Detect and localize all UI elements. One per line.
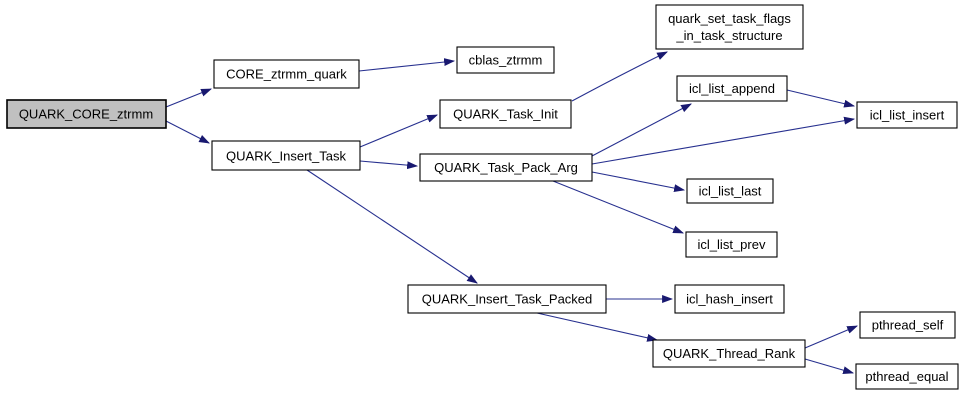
node-box[interactable] [456, 46, 555, 74]
node-box[interactable] [674, 284, 785, 314]
node-pthread_equal[interactable]: pthread_equal [855, 363, 959, 390]
node-box[interactable] [655, 4, 804, 50]
edge-CORE_ztrmm_quark-to-cblas_ztrmm [358, 58, 456, 72]
node-box[interactable] [407, 284, 607, 314]
edge-QUARK_Task_Pack_Arg-to-icl_list_insert [591, 116, 856, 165]
node-box[interactable] [685, 231, 778, 258]
edge-QUARK_Task_Pack_Arg-to-icl_list_prev [552, 180, 685, 234]
node-box[interactable] [439, 99, 572, 129]
edge-icl_list_append-to-icl_list_insert [786, 89, 856, 108]
node-QUARK_Task_Pack_Arg[interactable]: QUARK_Task_Pack_Arg [419, 153, 593, 182]
node-label: pthread_self [872, 318, 944, 333]
node-label: QUARK_Insert_Task_Packed [422, 292, 593, 307]
node-label: icl_list_prev [698, 237, 766, 252]
edge-QUARK_Insert_Task_Packed-to-QUARK_Thread_Rank [536, 312, 659, 342]
node-box[interactable] [859, 311, 956, 339]
edge-QUARK_Thread_Rank-to-pthread_self [804, 325, 859, 349]
node-icl_hash_insert[interactable]: icl_hash_insert [674, 284, 785, 314]
node-QUARK_CORE_ztrmm: QUARK_CORE_ztrmm [6, 99, 167, 129]
edge-QUARK_Task_Pack_Arg-to-icl_list_last [591, 171, 686, 192]
edge-QUARK_CORE_ztrmm-to-QUARK_Insert_Task [165, 120, 210, 144]
node-icl_list_append[interactable]: icl_list_append [676, 75, 788, 102]
node-quark_set_task_flags_in_task_structure[interactable]: quark_set_task_flags _in_task_structure [655, 4, 804, 50]
node-box[interactable] [419, 153, 593, 182]
node-QUARK_Task_Init[interactable]: QUARK_Task_Init [439, 99, 572, 129]
node-label: QUARK_Insert_Task [226, 149, 346, 164]
node-QUARK_Thread_Rank[interactable]: QUARK_Thread_Rank [652, 339, 806, 368]
node-QUARK_Insert_Task_Packed[interactable]: QUARK_Insert_Task_Packed [407, 284, 607, 314]
node-label-line1: quark_set_task_flags [668, 11, 791, 26]
node-label: QUARK_Task_Init [453, 107, 558, 122]
node-box[interactable] [856, 101, 958, 129]
node-icl_list_last[interactable]: icl_list_last [686, 178, 774, 204]
node-label-line2: _in_task_structure [675, 28, 782, 43]
node-box[interactable] [211, 140, 361, 171]
edge-QUARK_Insert_Task-to-QUARK_Task_Pack_Arg [359, 160, 419, 170]
node-layer: QUARK_CORE_ztrmm CORE_ztrmm_quark QUARK_… [6, 4, 959, 390]
node-pthread_self[interactable]: pthread_self [859, 311, 956, 339]
edge-QUARK_Thread_Rank-to-pthread_equal [804, 358, 855, 375]
edge-QUARK_Insert_Task-to-QUARK_Task_Init [359, 114, 439, 148]
node-label: icl_list_append [689, 81, 775, 96]
node-box[interactable] [676, 75, 788, 102]
node-label: QUARK_Thread_Rank [663, 346, 796, 361]
node-QUARK_Insert_Task[interactable]: QUARK_Insert_Task [211, 140, 361, 171]
node-icl_list_insert[interactable]: icl_list_insert [856, 101, 958, 129]
node-label: pthread_equal [865, 369, 948, 384]
node-label: icl_list_last [699, 184, 762, 199]
node-CORE_ztrmm_quark[interactable]: CORE_ztrmm_quark [213, 59, 360, 89]
node-label: QUARK_CORE_ztrmm [19, 107, 153, 122]
node-label: QUARK_Task_Pack_Arg [434, 160, 578, 175]
node-box[interactable] [686, 178, 774, 204]
node-cblas_ztrmm[interactable]: cblas_ztrmm [456, 46, 555, 74]
edge-QUARK_Task_Pack_Arg-to-icl_list_append [591, 103, 692, 157]
node-icl_list_prev[interactable]: icl_list_prev [685, 231, 778, 258]
edge-layer [165, 51, 859, 375]
edge-QUARK_Task_Init-to-quark_set_task_flags [571, 51, 668, 102]
edge-QUARK_Insert_Task-to-QUARK_Insert_Task_Packed [306, 169, 478, 284]
node-box[interactable] [213, 59, 360, 89]
node-box[interactable] [855, 363, 959, 390]
node-label: CORE_ztrmm_quark [226, 67, 347, 82]
node-box [6, 99, 167, 129]
node-box[interactable] [652, 339, 806, 368]
node-label: icl_list_insert [870, 108, 945, 123]
node-label: cblas_ztrmm [469, 53, 543, 68]
edge-QUARK_CORE_ztrmm-to-CORE_ztrmm_quark [165, 88, 213, 108]
node-label: icl_hash_insert [686, 292, 773, 307]
